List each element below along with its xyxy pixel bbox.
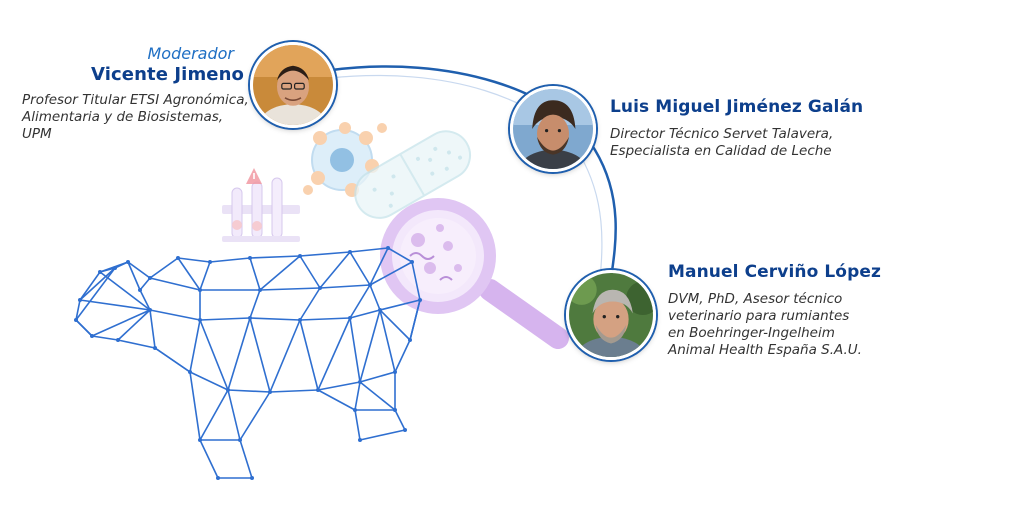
magnifying-glass-icon bbox=[380, 198, 569, 349]
moderator-avatar bbox=[250, 42, 336, 128]
cow-wireframe-icon bbox=[74, 246, 422, 480]
moderator-description-line: Alimentaria y de Biosistemas, bbox=[22, 109, 224, 125]
speaker-name: Luis Miguel Jiménez Galán bbox=[610, 97, 864, 117]
speaker-description: Director Técnico Servet Talavera, Especi… bbox=[610, 126, 833, 160]
moderator-name: Vicente Jimeno bbox=[91, 64, 244, 85]
speaker-name: Manuel Cerviño López bbox=[668, 262, 881, 282]
moderator-description-line: Profesor Titular ETSI Agronómica, bbox=[22, 92, 249, 108]
moderator-description: Profesor Titular ETSI Agronómica, Alimen… bbox=[22, 92, 252, 143]
speaker-description-line: DVM, PhD, Asesor técnico bbox=[668, 291, 843, 307]
speaker-description-line: veterinario para rumiantes bbox=[668, 308, 850, 324]
speaker-description-line: en Boehringer-Ingelheim bbox=[668, 325, 835, 341]
speaker-avatar bbox=[510, 86, 596, 172]
speaker-avatar bbox=[566, 270, 656, 360]
moderator-role: Moderador bbox=[147, 44, 235, 63]
speaker-description-line: Animal Health España S.A.U. bbox=[668, 342, 862, 358]
virus-cell-icon bbox=[303, 122, 387, 197]
speaker-description-line: Director Técnico Servet Talavera, bbox=[610, 126, 834, 142]
moderator-description-line: UPM bbox=[22, 126, 52, 142]
pill-capsule-icon bbox=[354, 130, 472, 219]
speaker-description-line: Especialista en Calidad de Leche bbox=[610, 143, 832, 159]
test-tube-rack-icon bbox=[222, 177, 300, 242]
speaker-description: DVM, PhD, Asesor técnico veterinario par… bbox=[668, 291, 862, 359]
warning-flask-icon bbox=[246, 168, 262, 184]
